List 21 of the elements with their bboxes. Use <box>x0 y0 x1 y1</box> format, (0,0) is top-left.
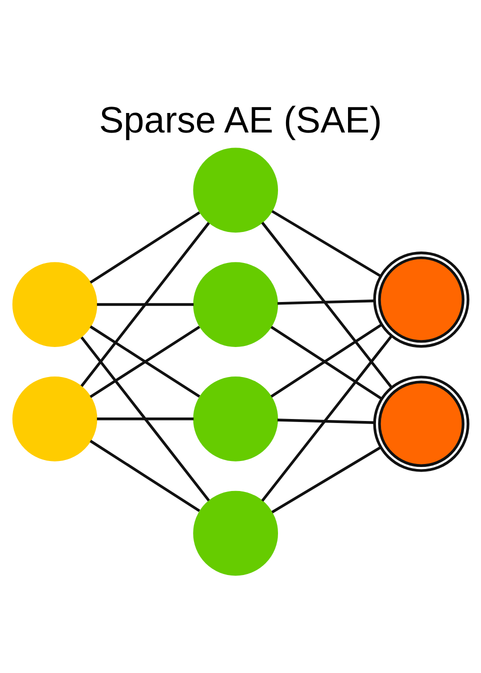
connector <box>96 418 194 420</box>
connector <box>96 303 194 306</box>
connector <box>261 222 393 388</box>
connector <box>80 336 210 502</box>
connector <box>271 446 382 514</box>
node-circle <box>12 376 98 462</box>
connector <box>80 222 210 387</box>
connector <box>261 335 393 502</box>
diagram-title: Sparse AE (SAE) <box>99 99 382 140</box>
node-circle <box>193 262 278 347</box>
node-circle <box>193 376 278 462</box>
node-circle <box>373 376 470 472</box>
connector <box>90 211 200 284</box>
node-circle <box>193 148 278 233</box>
node-circle <box>193 490 278 576</box>
connector <box>277 418 374 424</box>
node-circle <box>12 262 98 347</box>
connector <box>277 299 374 305</box>
connector <box>271 210 382 278</box>
node-circle <box>373 252 470 348</box>
connector <box>90 440 200 512</box>
